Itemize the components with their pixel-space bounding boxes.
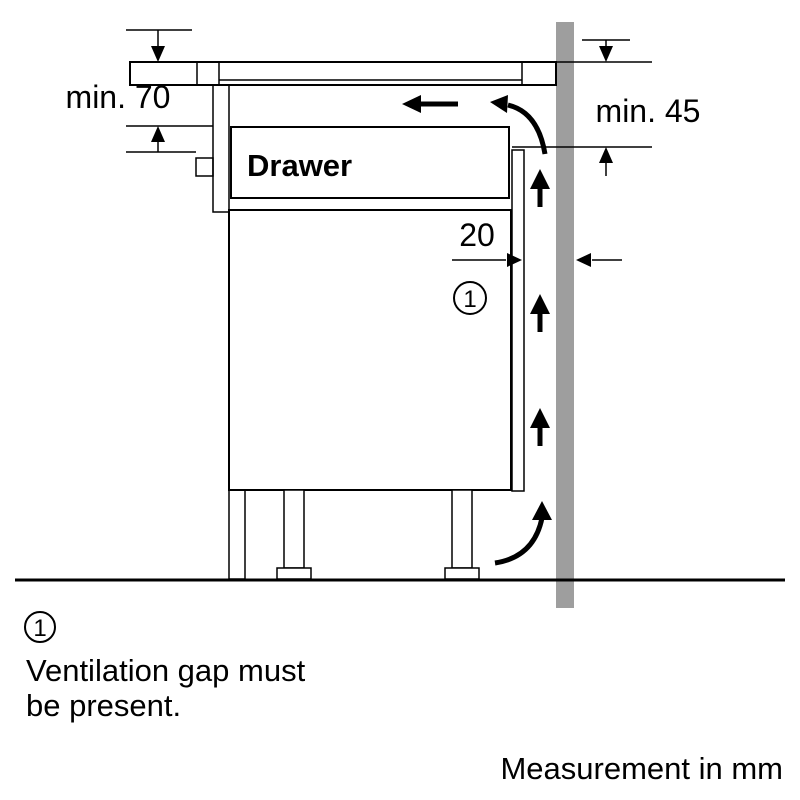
dimension-gap20: 20 1 bbox=[452, 217, 622, 315]
dimension-gap20-label: 20 bbox=[459, 217, 495, 253]
airflow-arrow-left-icon bbox=[402, 95, 458, 113]
dimension-arrow-icon bbox=[599, 147, 613, 176]
cabinet-foot-left bbox=[276, 567, 312, 580]
dimension-min70-label: min. 70 bbox=[66, 79, 171, 115]
cabinet-leg-left bbox=[283, 489, 305, 569]
cabinet-back-panel bbox=[511, 149, 525, 492]
drawer-box bbox=[230, 126, 510, 199]
dimension-arrow-icon bbox=[576, 253, 622, 267]
cabinet-body bbox=[228, 209, 512, 491]
dimension-min45: min. 45 bbox=[512, 39, 701, 176]
units-note: Measurement in mm bbox=[500, 751, 783, 786]
fixing-bracket bbox=[195, 157, 214, 177]
front-panel bbox=[212, 84, 230, 213]
airflow-curved-arrow-icon bbox=[490, 95, 548, 155]
dimension-min70: min. 70 bbox=[66, 29, 213, 153]
footnote-line1: Ventilation gap must bbox=[26, 653, 306, 688]
callout-number: 1 bbox=[463, 286, 476, 313]
drawer-label: Drawer bbox=[247, 148, 352, 183]
airflow-curved-arrow-icon bbox=[494, 501, 552, 566]
cabinet-foot-right bbox=[444, 567, 480, 580]
worktop-cut-right bbox=[521, 61, 557, 86]
dimension-arrow-icon bbox=[452, 253, 522, 267]
cabinet-structure: Drawer bbox=[15, 22, 785, 608]
dimension-arrow-icon bbox=[151, 30, 165, 62]
airflow-arrow-up-icon bbox=[530, 294, 550, 332]
cabinet-leg-right bbox=[451, 489, 473, 569]
footnote: 1 Ventilation gap must be present. bbox=[24, 611, 306, 723]
callout-circle-icon: 1 bbox=[453, 281, 487, 315]
airflow-arrow-up-icon bbox=[530, 169, 550, 207]
dimension-arrow-icon bbox=[599, 40, 613, 62]
footnote-line2: be present. bbox=[26, 688, 181, 723]
callout-circle-icon: 1 bbox=[24, 611, 56, 643]
worktop-cut-left bbox=[196, 61, 220, 86]
footnote-number: 1 bbox=[33, 615, 46, 642]
airflow-arrow-up-icon bbox=[530, 408, 550, 446]
worktop bbox=[129, 61, 557, 86]
plinth-panel bbox=[228, 489, 246, 580]
dimension-min45-label: min. 45 bbox=[596, 93, 701, 129]
wall bbox=[556, 22, 574, 608]
dimension-arrow-icon bbox=[151, 126, 165, 152]
airflow-arrows bbox=[402, 95, 552, 566]
